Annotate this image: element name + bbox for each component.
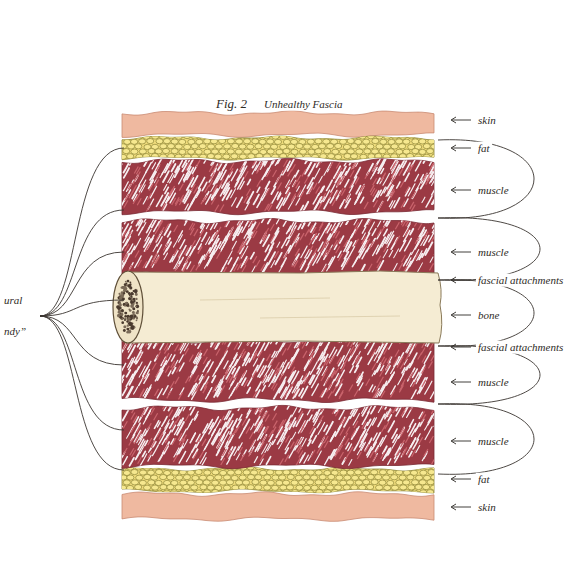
muscle-band xyxy=(122,338,434,402)
skin-band xyxy=(122,492,434,522)
part-label: skin xyxy=(476,501,498,514)
part-label: bone xyxy=(476,309,501,322)
fat-band xyxy=(122,136,434,160)
part-label: fat xyxy=(476,473,492,486)
muscle-fibres xyxy=(117,151,443,212)
label-arrows xyxy=(451,117,471,510)
bracket-arcs xyxy=(438,140,540,475)
muscle-band xyxy=(122,158,434,214)
figure-title: Unhealthy Fascia xyxy=(262,98,345,111)
muscle-fibres xyxy=(118,209,444,274)
muscle-band xyxy=(122,405,434,468)
figure-number: Fig. 2 xyxy=(214,97,249,112)
part-label: fat xyxy=(476,142,492,155)
part-label: fascial attachments xyxy=(476,274,565,287)
bone-marrow xyxy=(116,280,139,334)
side-label: ural xyxy=(2,294,24,307)
muscle-fibres xyxy=(118,397,444,466)
fat-cells xyxy=(119,464,442,495)
bone-shaft xyxy=(126,271,442,343)
part-label: muscle xyxy=(476,184,511,197)
part-label: fascial attachments xyxy=(476,341,565,354)
skin-band xyxy=(122,111,434,138)
part-label: muscle xyxy=(476,376,511,389)
bone-end xyxy=(113,271,143,343)
muscle-band xyxy=(122,219,434,277)
part-label: skin xyxy=(476,114,498,127)
part-label: muscle xyxy=(476,435,511,448)
part-label: muscle xyxy=(476,246,511,259)
left-bracket xyxy=(40,148,124,470)
fat-band xyxy=(122,467,434,493)
side-label: ndy” xyxy=(2,325,28,338)
